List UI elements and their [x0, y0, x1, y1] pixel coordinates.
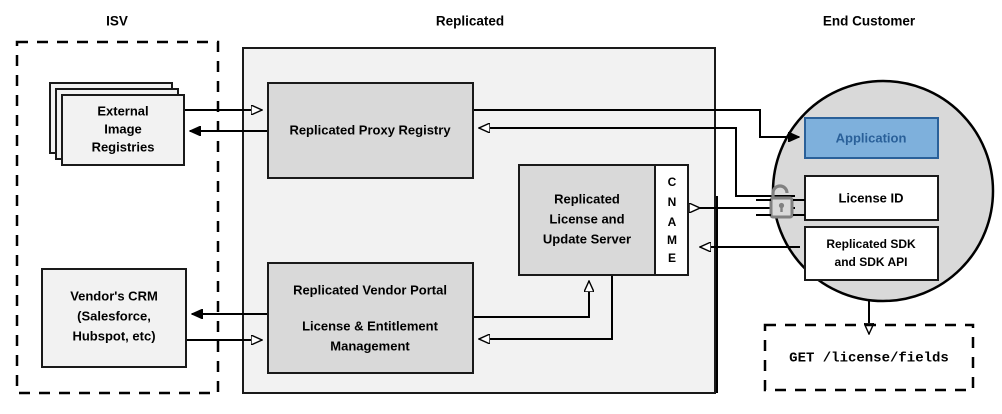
isv-zone-boundary — [15, 40, 220, 395]
zone-title-isv: ISV — [106, 14, 128, 29]
cname-box — [654, 164, 689, 276]
connector-proxy-to-application — [473, 109, 799, 137]
cname-node[interactable]: C N A M E — [654, 164, 689, 276]
license-id-node[interactable]: License ID — [804, 175, 939, 221]
vendors-crm-label-line1: Vendor's CRM — [70, 288, 158, 303]
license-fields-request-node[interactable]: GET /license/fields — [763, 323, 975, 392]
license-server-label-line1: Replicated — [554, 191, 620, 206]
replicated-sdk-label-line2: and SDK API — [835, 255, 908, 269]
unlock-padlock-icon — [769, 184, 794, 219]
replicated-proxy-registry-node[interactable]: Replicated Proxy Registry — [267, 82, 474, 179]
license-fields-request-label: GET /license/fields — [789, 351, 949, 367]
registry-stack-front — [61, 94, 185, 166]
vendors-crm-box — [41, 268, 187, 368]
application-label: Application — [836, 130, 907, 145]
license-server-label-line2: License and — [549, 211, 624, 226]
replicated-proxy-registry-label: Replicated Proxy Registry — [289, 122, 451, 137]
external-image-registries-node[interactable]: External Image Registries — [49, 82, 185, 166]
vendors-crm-node[interactable]: Vendor's CRM (Salesforce, Hubspot, etc) — [41, 268, 187, 368]
cname-letter-a: A — [668, 215, 677, 229]
license-id-label: License ID — [838, 190, 903, 205]
cname-letter-e: E — [668, 251, 676, 265]
connector-customer-to-proxy — [479, 128, 795, 197]
vendors-crm-label-line2: (Salesforce, — [77, 308, 151, 323]
replicated-license-and-update-server-box — [518, 164, 656, 276]
zone-title-end-customer: End Customer — [823, 14, 916, 29]
application-node[interactable]: Application — [804, 117, 939, 159]
license-id-box — [804, 175, 939, 221]
license-server-label-line3: Update Server — [543, 231, 631, 246]
external-image-registries-label-line3: Registries — [92, 139, 155, 154]
connector-license-server-to-portal — [479, 275, 613, 339]
vendor-portal-label-line1: Replicated Vendor Portal — [293, 282, 447, 297]
zone-title-replicated: Replicated — [436, 14, 504, 29]
cname-letter-n: N — [668, 195, 677, 209]
replicated-vendor-portal-node[interactable]: Replicated Vendor Portal License & Entit… — [267, 262, 474, 374]
application-box — [804, 117, 939, 159]
license-fields-request-box — [763, 323, 975, 392]
replicated-proxy-registry-box — [267, 82, 474, 179]
replicated-sdk-box — [804, 226, 939, 281]
external-image-registries-label-line2: Image — [104, 121, 142, 136]
vendor-portal-label-line2: License & Entitlement — [302, 318, 438, 333]
connector-portal-to-license-server — [473, 281, 589, 318]
replicated-license-and-update-server-node[interactable]: Replicated License and Update Server — [518, 164, 656, 276]
replicated-vendor-portal-box — [267, 262, 474, 374]
replicated-sdk-node[interactable]: Replicated SDK and SDK API — [804, 226, 939, 281]
cname-letter-m: M — [667, 233, 677, 247]
replicated-sdk-label-line1: Replicated SDK — [826, 237, 916, 251]
vendor-portal-label-line3: Management — [330, 338, 410, 353]
vendors-crm-label-line3: Hubspot, etc) — [72, 328, 155, 343]
cname-letter-c: C — [668, 175, 677, 189]
external-image-registries-label-line1: External — [97, 103, 148, 118]
